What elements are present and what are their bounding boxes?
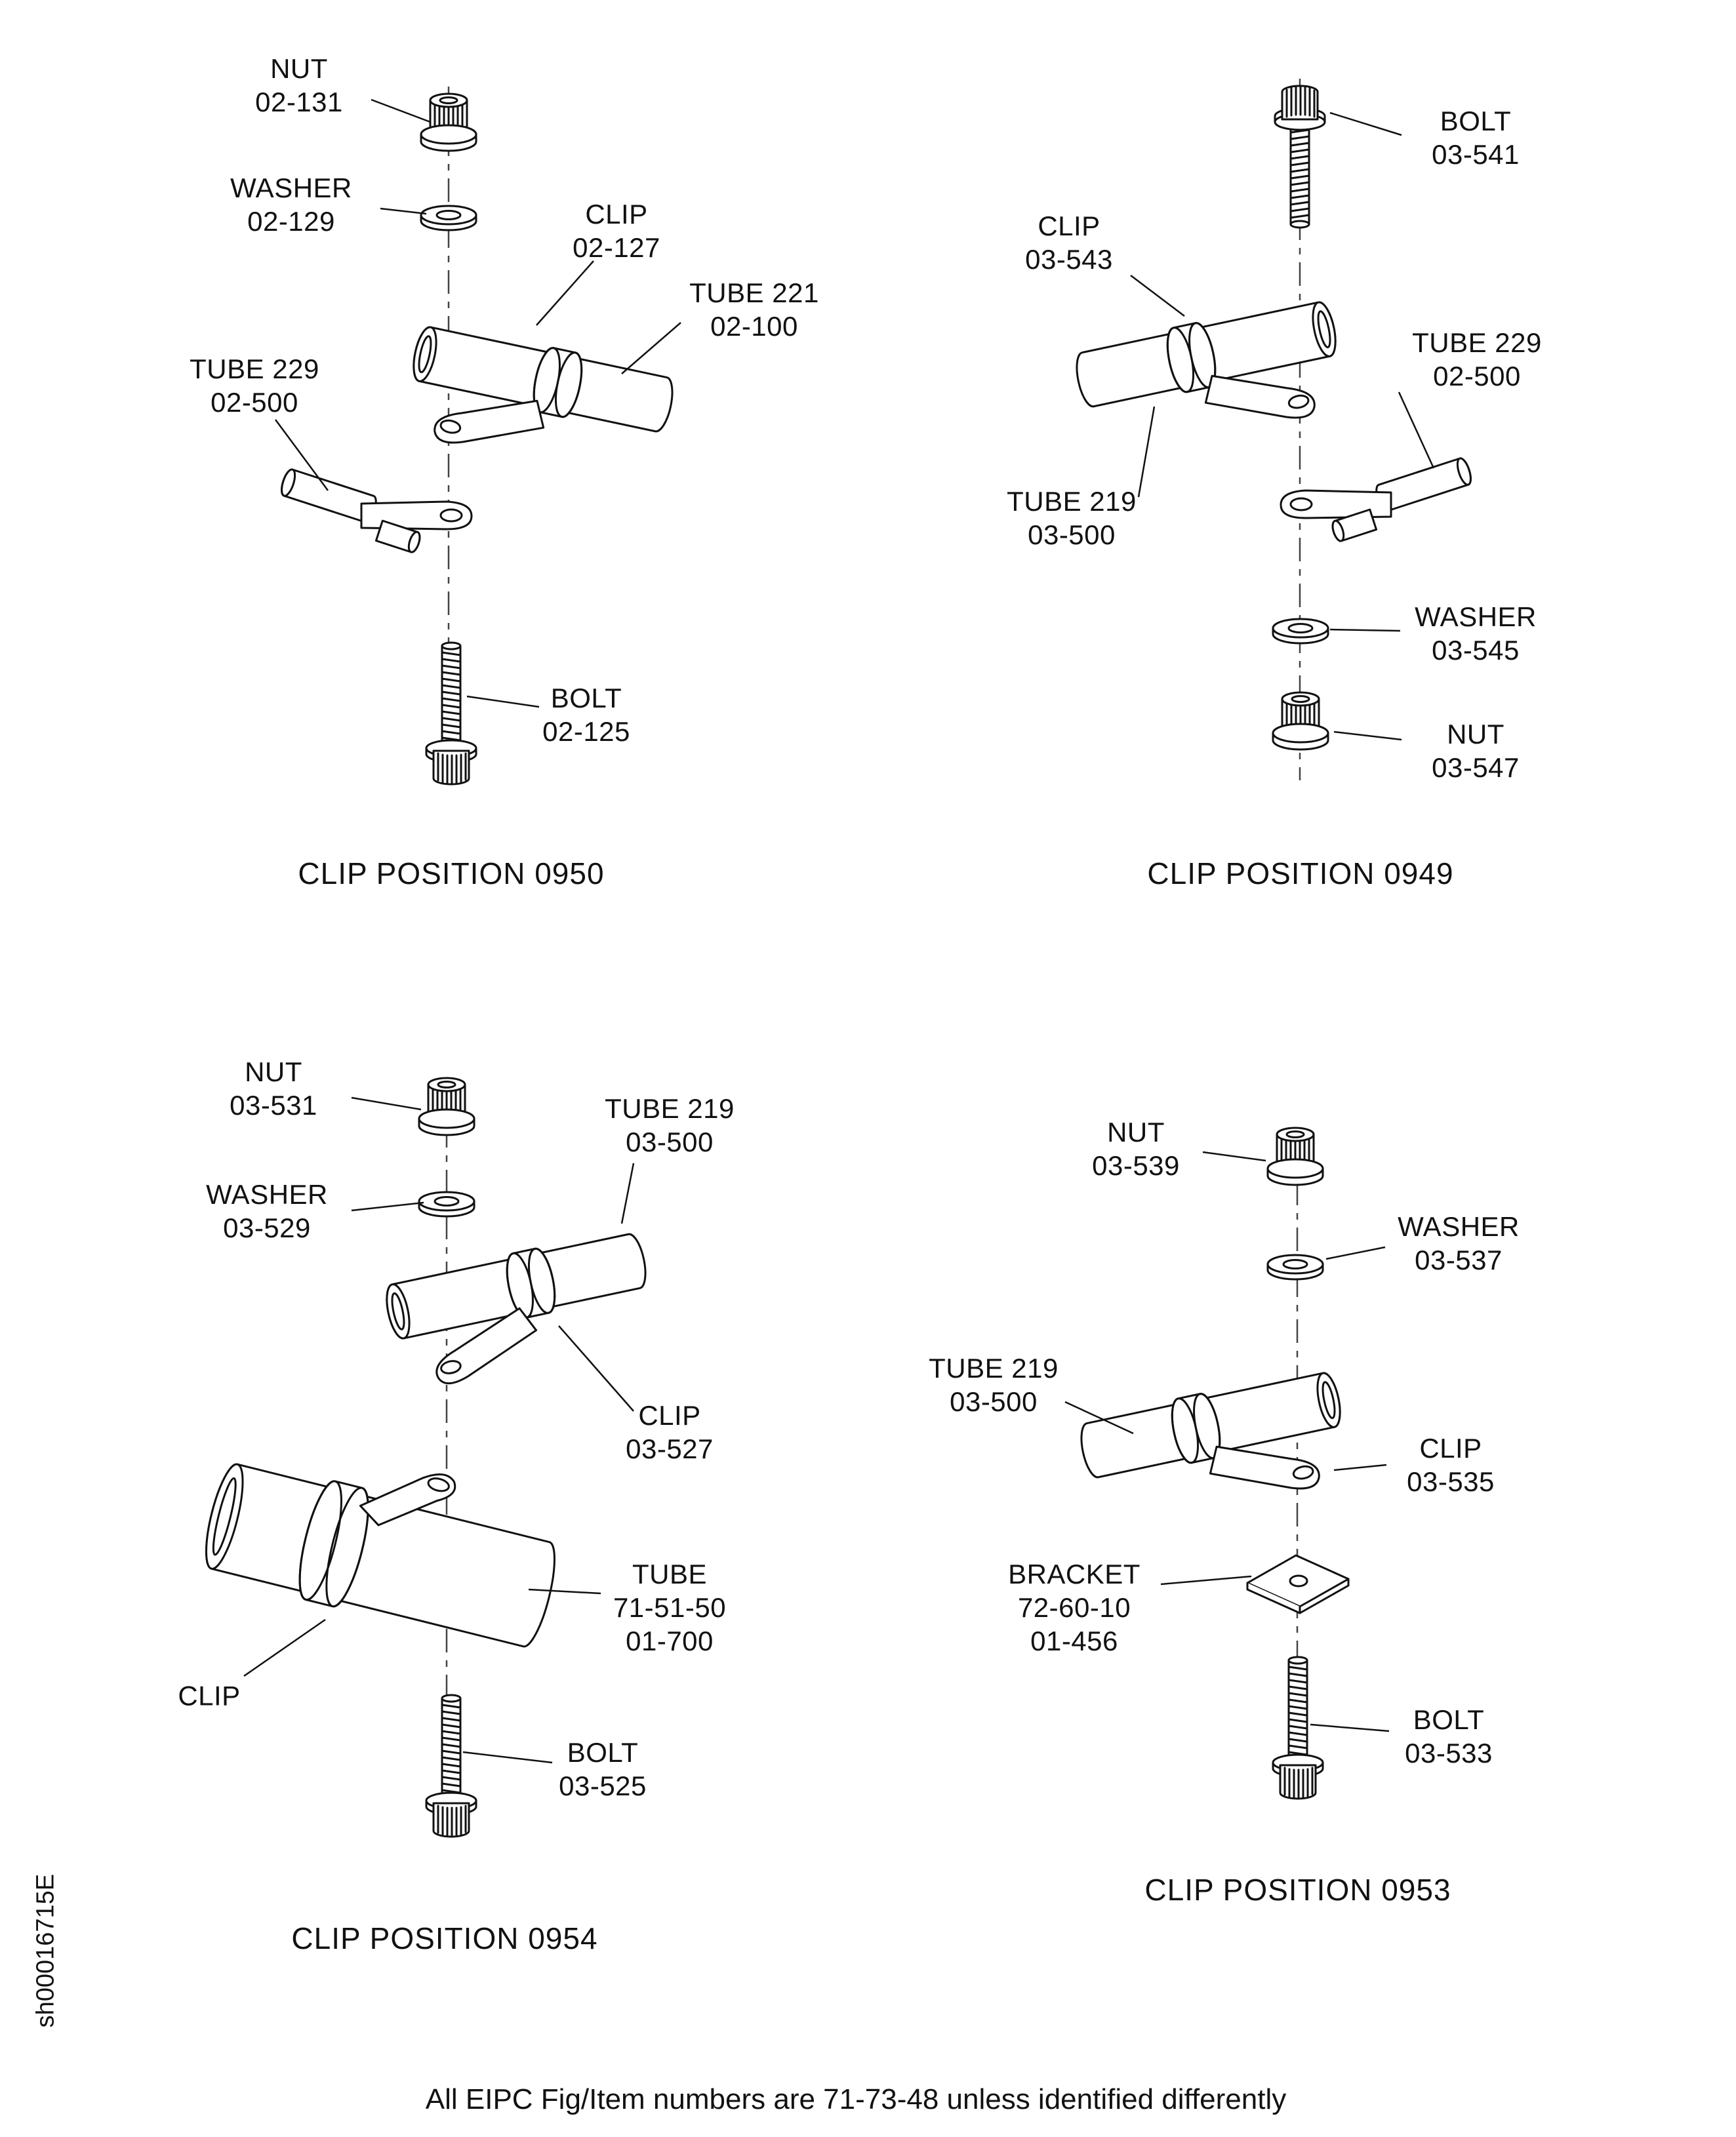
label-bolt: BOLT 03-533 bbox=[1405, 1704, 1493, 1768]
label-clip: CLIP 03-543 bbox=[1025, 210, 1113, 275]
clip-tube-drawing bbox=[380, 1226, 662, 1394]
label-bolt: BOLT 03-541 bbox=[1432, 105, 1520, 170]
bolt-drawing bbox=[425, 1694, 477, 1838]
exploded-view-0953 bbox=[1064, 1127, 1390, 1800]
label-nut: NUT 03-531 bbox=[230, 1056, 317, 1121]
label-clip: CLIP 03-535 bbox=[1407, 1432, 1495, 1497]
label-clip: CLIP 02-127 bbox=[573, 198, 660, 263]
label-tube-229: TUBE 229 02-500 bbox=[190, 353, 319, 418]
bracket-drawing bbox=[1246, 1554, 1350, 1614]
bolt-drawing bbox=[1272, 1656, 1324, 1800]
sheet-code: sh00016715E bbox=[31, 1873, 60, 2028]
exploded-view-0949 bbox=[1070, 79, 1475, 780]
clip-tube-drawing bbox=[1070, 294, 1352, 462]
tube-229-plate-drawing bbox=[1280, 456, 1475, 544]
clip-tube-drawing bbox=[1075, 1365, 1357, 1533]
label-tube-221: TUBE 221 02-100 bbox=[689, 277, 819, 342]
label-nut: NUT 03-547 bbox=[1432, 718, 1520, 783]
exploded-view-0950 bbox=[274, 87, 681, 786]
caption-clip-position-0954: CLIP POSITION 0954 bbox=[291, 1921, 598, 1955]
label-bracket: BRACKET 72-60-10 01-456 bbox=[1008, 1559, 1141, 1657]
label-tube-229: TUBE 229 02-500 bbox=[1412, 327, 1542, 391]
leader-lines bbox=[1130, 111, 1435, 741]
bolt-drawing bbox=[425, 641, 477, 786]
label-nut: NUT 03-539 bbox=[1092, 1116, 1180, 1181]
label-tube-219: TUBE 219 03-500 bbox=[1007, 485, 1137, 550]
label-washer: WASHER 03-529 bbox=[206, 1178, 328, 1243]
leader-lines bbox=[1064, 1151, 1390, 1732]
nut-drawing bbox=[1266, 1127, 1324, 1186]
exploded-view-0954 bbox=[205, 1077, 662, 1838]
footer-note: All EIPC Fig/Item numbers are 71-73-48 u… bbox=[425, 2083, 1287, 2115]
washer-drawing bbox=[420, 205, 477, 231]
label-bolt: BOLT 02-125 bbox=[542, 682, 630, 747]
label-washer: WASHER 03-537 bbox=[1398, 1210, 1520, 1275]
label-clip-2: CLIP bbox=[178, 1680, 241, 1711]
label-clip: CLIP 03-527 bbox=[626, 1399, 714, 1464]
caption-clip-position-0953: CLIP POSITION 0953 bbox=[1144, 1873, 1451, 1907]
clip-tube-drawing bbox=[397, 319, 679, 487]
washer-drawing bbox=[1266, 1254, 1324, 1281]
nut-drawing bbox=[418, 1077, 475, 1136]
leader-lines bbox=[274, 98, 681, 708]
label-washer: WASHER 03-545 bbox=[1415, 601, 1537, 666]
label-tube-715150: TUBE 71-51-50 01-700 bbox=[613, 1559, 727, 1657]
large-tube-clip-drawing bbox=[205, 1463, 555, 1648]
tube-229-plate-drawing bbox=[277, 467, 473, 555]
bolt-drawing bbox=[1274, 85, 1326, 229]
washer-drawing bbox=[1272, 618, 1329, 645]
label-bolt: BOLT 03-525 bbox=[559, 1736, 647, 1801]
nut-drawing bbox=[1272, 691, 1329, 751]
washer-drawing bbox=[418, 1191, 475, 1218]
label-tube-219: TUBE 219 03-500 bbox=[605, 1092, 735, 1157]
label-washer: WASHER 02-129 bbox=[230, 172, 352, 237]
leader-lines bbox=[243, 1096, 635, 1764]
label-tube-219: TUBE 219 03-500 bbox=[929, 1352, 1059, 1417]
label-nut: NUT 02-131 bbox=[255, 52, 343, 117]
caption-clip-position-0950: CLIP POSITION 0950 bbox=[298, 856, 605, 890]
caption-clip-position-0949: CLIP POSITION 0949 bbox=[1147, 856, 1454, 890]
